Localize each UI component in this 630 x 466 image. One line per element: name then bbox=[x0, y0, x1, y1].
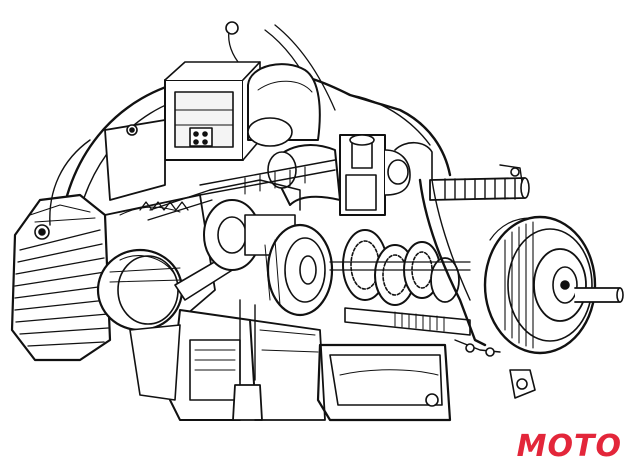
oil-sump bbox=[129, 309, 256, 421]
piston bbox=[96, 248, 184, 332]
gear-lever-arm bbox=[418, 178, 487, 347]
output-shaft bbox=[344, 307, 471, 336]
air-filter-dome bbox=[247, 63, 321, 147]
valve-spring bbox=[139, 201, 189, 211]
kick-start-shaft bbox=[429, 177, 530, 201]
gearbox-casing bbox=[316, 343, 452, 422]
clutch-drum bbox=[483, 215, 597, 355]
ignition-coil-box bbox=[164, 61, 261, 161]
oil-pump bbox=[232, 384, 263, 421]
moto-logo-watermark: MOTO bbox=[516, 429, 622, 464]
gearbox-gears bbox=[329, 229, 471, 306]
flywheel bbox=[264, 223, 334, 317]
cylinder-head-fins bbox=[10, 193, 112, 362]
carburettor bbox=[339, 134, 411, 216]
generator bbox=[104, 119, 166, 201]
drive-stub bbox=[574, 287, 621, 303]
